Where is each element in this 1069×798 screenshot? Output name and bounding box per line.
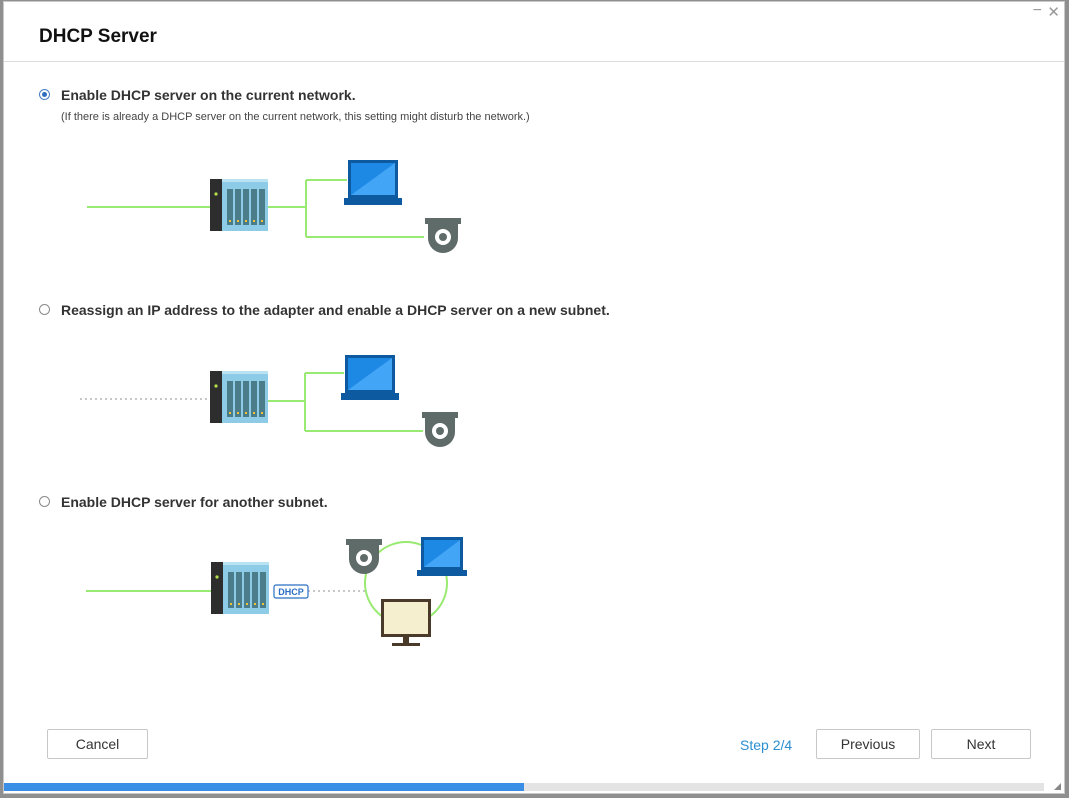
network-links — [80, 372, 423, 432]
close-icon[interactable]: ✕ — [1047, 4, 1060, 21]
progress-bar — [4, 783, 1044, 791]
diagram-current-network — [87, 160, 461, 253]
laptop-icon — [417, 537, 467, 576]
dialog-title: DHCP Server — [39, 26, 157, 47]
next-button[interactable]: Next — [931, 729, 1031, 759]
radio-current-network[interactable] — [39, 89, 50, 100]
option-label-new-subnet[interactable]: Reassign an IP address to the adapter an… — [61, 302, 610, 318]
laptop-icon — [344, 160, 402, 205]
network-links — [87, 179, 424, 238]
camera-icon — [422, 412, 458, 447]
minimize-icon[interactable]: − — [1032, 2, 1042, 19]
camera-icon — [425, 218, 461, 253]
radio-another-subnet[interactable] — [39, 496, 50, 507]
laptop-icon — [341, 355, 399, 400]
dhcp-badge-text: DHCP — [278, 587, 304, 597]
nas-icon — [210, 371, 268, 423]
option-label-current-network[interactable]: Enable DHCP server on the current networ… — [61, 87, 356, 103]
previous-button[interactable]: Previous — [816, 729, 920, 759]
nas-icon — [210, 179, 268, 231]
camera-icon — [346, 539, 382, 574]
progress-fill — [4, 783, 524, 791]
resize-grip-icon[interactable] — [1054, 783, 1061, 790]
cancel-button[interactable]: Cancel — [47, 729, 148, 759]
radio-new-subnet[interactable] — [39, 304, 50, 315]
title-bar: DHCP Server − ✕ — [4, 2, 1064, 62]
option-label-another-subnet[interactable]: Enable DHCP server for another subnet. — [61, 494, 328, 510]
dhcp-server-dialog: DHCP Server − ✕ Enable DHCP server on th… — [3, 1, 1065, 794]
step-indicator: Step 2/4 — [740, 737, 793, 753]
option-note-current-network: (If there is already a DHCP server on th… — [61, 111, 530, 123]
monitor-icon — [381, 599, 431, 646]
diagram-another-subnet: DHCP — [86, 537, 467, 646]
dhcp-badge: DHCP — [273, 584, 309, 599]
nas-icon — [211, 562, 269, 614]
diagram-new-subnet — [80, 355, 458, 447]
